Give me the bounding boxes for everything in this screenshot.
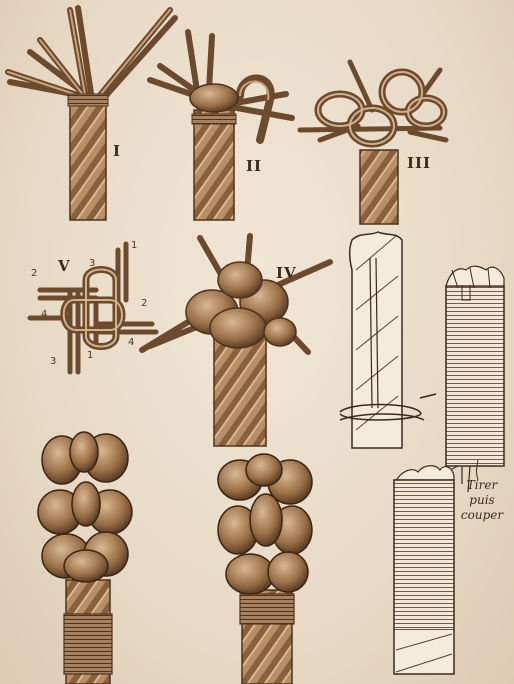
whipping-step-a xyxy=(340,232,436,448)
figure-3-rope xyxy=(360,150,398,224)
strand-number: 4 xyxy=(41,309,47,320)
figure-1-rope xyxy=(70,100,106,220)
finished-left-seizing xyxy=(64,614,112,674)
finished-left-knot xyxy=(38,432,132,582)
whipping-note-line: Tirer xyxy=(452,478,512,493)
whipping-note-line: puis xyxy=(452,493,512,508)
figure-label-4: IV xyxy=(276,264,297,282)
figure-1-seizing xyxy=(68,94,108,106)
figure-1-strands xyxy=(8,8,175,100)
figure-3-drawing xyxy=(300,62,446,224)
strand-number: 1 xyxy=(87,350,93,361)
strand-number: 3 xyxy=(50,356,56,367)
figure-label-5: V xyxy=(58,257,71,275)
whipping-c-wrap xyxy=(394,480,454,630)
figure-4-rope xyxy=(214,336,266,446)
whipping-note-line: couper xyxy=(452,508,512,523)
figure-2-crown xyxy=(190,84,238,112)
whipping-note: Tirer puis couper xyxy=(452,478,512,523)
whipping-b-wrap xyxy=(446,286,504,466)
whipping-step-b xyxy=(446,266,504,492)
strand-number: 3 xyxy=(89,258,95,269)
strand-number: 4 xyxy=(128,337,134,348)
finished-middle-seizing xyxy=(240,594,294,624)
strand-number: 2 xyxy=(141,298,147,309)
whipping-step-c xyxy=(394,466,454,674)
strand-number: 2 xyxy=(31,268,37,279)
figure-1-drawing xyxy=(8,8,175,220)
strand-number: 1 xyxy=(131,240,137,251)
finished-knot-left xyxy=(38,432,132,684)
finished-middle-knot xyxy=(218,454,312,594)
figure-label-3: III xyxy=(407,154,431,172)
finished-knot-middle xyxy=(218,454,312,684)
figure-2-rope xyxy=(194,110,234,220)
figure-2-drawing xyxy=(150,32,292,220)
figure-label-1: I xyxy=(113,142,121,160)
figure-label-2: II xyxy=(246,157,262,175)
figure-4-drawing xyxy=(142,236,330,446)
